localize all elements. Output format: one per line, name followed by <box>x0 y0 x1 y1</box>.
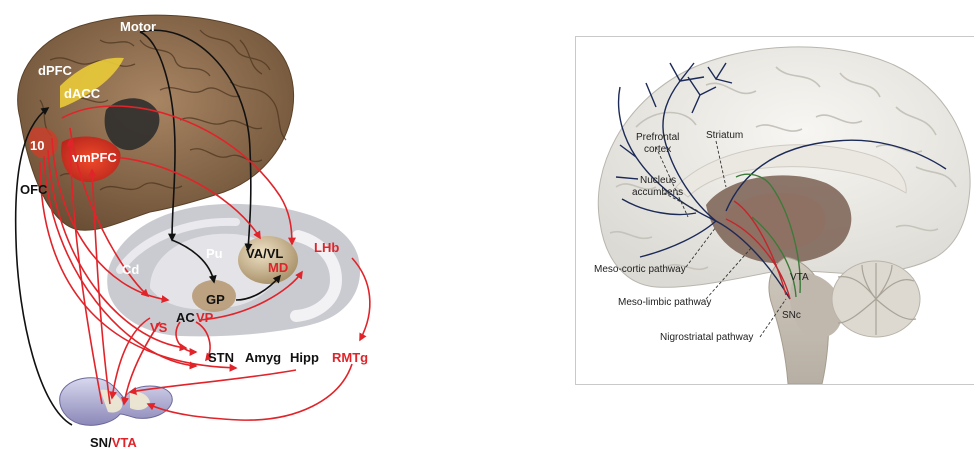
dopamine-pathways-diagram: Prefrontal cortex Striatum Nucleus accum… <box>575 36 974 385</box>
label-ac: AC <box>176 310 195 325</box>
label-mesolimbic: Meso-limbic pathway <box>618 297 711 308</box>
label-sn-vta: SN/VTA <box>90 435 137 450</box>
label-vs: VS <box>150 320 168 335</box>
label-prefrontal-2: cortex <box>644 144 671 155</box>
label-striatum: Striatum <box>706 130 743 141</box>
subcortical-region <box>107 204 360 337</box>
label-md: MD <box>268 260 288 275</box>
label-area10: 10 <box>30 138 44 153</box>
label-stn: STN <box>208 350 234 365</box>
label-vavl: VA/VL <box>246 246 283 261</box>
label-hipp: Hipp <box>290 350 319 365</box>
label-prefrontal-1: Prefrontal <box>636 132 679 143</box>
label-cd: Cd <box>122 262 139 277</box>
label-lhb: LHb <box>314 240 339 255</box>
label-vta: VTA <box>790 272 809 283</box>
label-gp: GP <box>206 292 225 307</box>
label-motor: Motor <box>120 19 156 34</box>
label-rmtg: RMTg <box>332 350 368 365</box>
label-mesocortic: Meso-cortic pathway <box>594 264 686 275</box>
label-ofc: OFC <box>20 182 48 197</box>
sn-vta-structure <box>60 378 173 426</box>
label-nucleus-1: Nucleus <box>640 175 676 186</box>
label-nigrostriatal: Nigrostriatal pathway <box>660 332 753 343</box>
label-dpfc: dPFC <box>38 63 73 78</box>
label-vmpfc: vmPFC <box>72 150 117 165</box>
label-pu: Pu <box>206 246 223 261</box>
label-amyg: Amyg <box>245 350 281 365</box>
label-snc: SNc <box>782 310 801 321</box>
cerebellum <box>832 261 920 337</box>
reward-circuit-diagram: Motor dPFC dACC 10 vmPFC OFC Cd Pu VA/VL… <box>0 0 380 454</box>
label-nucleus-2: accumbens <box>632 187 683 198</box>
label-vp: VP <box>196 310 214 325</box>
sagittal-brain <box>598 47 970 384</box>
label-dacc: dACC <box>64 86 101 101</box>
